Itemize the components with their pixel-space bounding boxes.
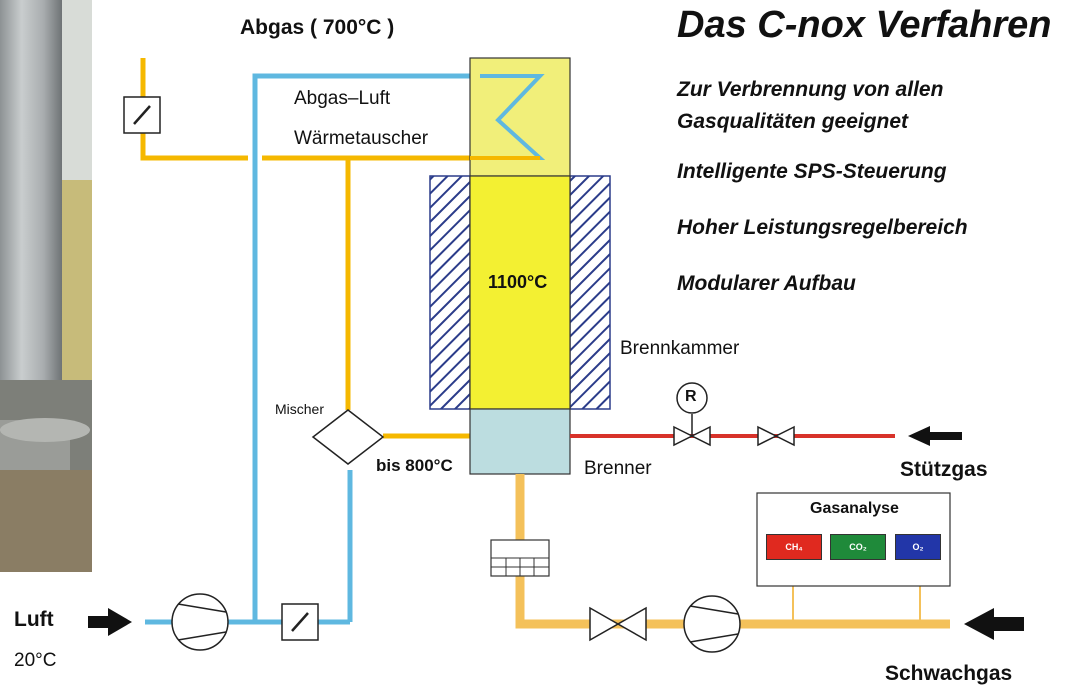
heat-exchanger-label-1: Abgas–Luft [294,88,391,109]
chamber-temp-label: 1100°C [488,272,548,292]
weak-gas-label: Schwachgas [885,662,1013,685]
analyzer-co2: CO₂ [830,534,886,560]
air-damper-icon [281,603,319,641]
air-temp-label: 20°C [14,650,57,671]
feature-line-1: Zur Verbrennung von allen [677,78,944,101]
page-title: Das C-nox Verfahren [677,4,1052,46]
control-valve-support-icon [673,414,711,447]
combustion-chamber [469,175,571,410]
gas-blower-icon [683,595,741,653]
burner-label: Brenner [584,458,652,479]
exhaust-damper-icon [123,96,161,134]
feature-line-5: Modularer Aufbau [677,272,856,295]
feature-line-3: Intelligente SPS-Steuerung [677,160,947,183]
installation-photo [0,0,92,572]
insulation-left [429,175,471,410]
analyzer-o2: O₂ [895,534,941,560]
mixer [311,409,385,465]
combustion-chamber-label: Brennkammer [620,338,740,359]
gas-analysis-label: Gasanalyse [810,500,899,517]
air-inlet-arrow-icon [88,608,132,636]
support-gas-arrow-icon [908,426,962,446]
regulator-icon [676,382,708,414]
valve-weak-gas-icon [589,606,647,642]
mixer-label: Mischer [275,401,325,417]
regulator-label: R [685,388,697,405]
feature-line-2: Gasqualitäten geeignet [677,110,909,133]
heat-exchanger-label-2: Wärmetauscher [294,128,429,149]
insulation-right [569,175,611,410]
weak-gas-pipe [515,474,950,629]
air-label: Luft [14,608,54,631]
flow-meter-icon [490,539,550,577]
burner [469,408,571,475]
feature-line-4: Hoher Leistungsregelbereich [677,216,968,239]
weak-gas-arrow-icon [964,608,1024,640]
support-gas-label: Stützgas [900,458,988,481]
valve-support-icon [757,425,795,447]
mix-temp-label: bis 800°C [376,456,453,475]
analyzer-ch4: CH₄ [766,534,822,560]
air-blower-icon [171,593,229,651]
exhaust-label: Abgas ( 700°C ) [240,16,395,39]
